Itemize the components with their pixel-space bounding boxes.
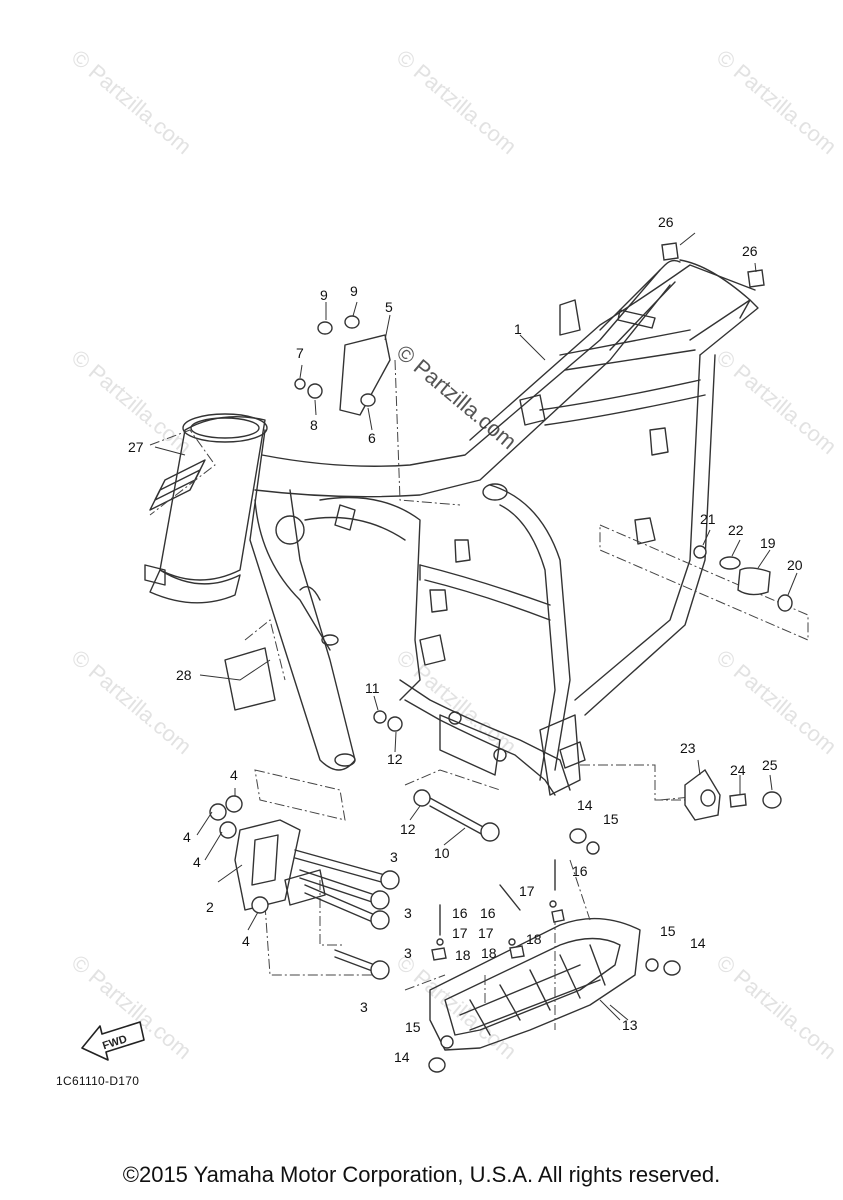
mount-hardware-drawing [693, 545, 793, 612]
callout-9: 9 [350, 283, 358, 299]
callout-4: 4 [193, 854, 201, 870]
callout-17: 17 [452, 925, 468, 941]
callout-12: 12 [400, 821, 416, 837]
callout-16: 16 [572, 863, 588, 879]
callout-15: 15 [405, 1019, 421, 1035]
callout-4: 4 [242, 933, 250, 949]
callout-6: 6 [368, 430, 376, 446]
callout-9: 9 [320, 287, 328, 303]
callout-19: 19 [760, 535, 776, 551]
callout-11: 11 [365, 680, 380, 696]
callout-15: 15 [603, 811, 619, 827]
watermark: © Partzilla.com [712, 645, 842, 759]
upper-bracket-drawing [294, 315, 391, 416]
frame-drawing [144, 259, 809, 801]
skid-plate-drawing [404, 828, 681, 1073]
callout-5: 5 [385, 299, 393, 315]
watermark: © Partzilla.com [392, 45, 522, 159]
callout-20: 20 [787, 557, 803, 573]
callout-4: 4 [230, 767, 238, 783]
watermark: © Partzilla.com [392, 950, 522, 1064]
engine-bracket-drawing [209, 769, 400, 980]
callout-2: 2 [206, 899, 214, 915]
callout-17: 17 [519, 883, 535, 899]
callout-17: 17 [478, 925, 494, 941]
callout-14: 14 [394, 1049, 410, 1065]
callout-18: 18 [526, 931, 542, 947]
callout-21: 21 [700, 511, 716, 527]
cap-drawing [661, 242, 765, 288]
callout-7: 7 [296, 345, 304, 361]
watermark: © Partzilla.com [712, 45, 842, 159]
callout-26: 26 [658, 214, 674, 230]
callout-3: 3 [404, 945, 412, 961]
figure-code: 1C61110-D170 [56, 1074, 140, 1088]
leader-lines [154, 232, 798, 1021]
callout-18: 18 [481, 945, 497, 961]
callout-4: 4 [183, 829, 191, 845]
callout-13: 13 [622, 1017, 638, 1033]
watermark-center: © Partzilla.com [392, 340, 522, 454]
fwd-arrow-icon: FWD [81, 1021, 145, 1061]
copyright-notice: ©2015 Yamaha Motor Corporation, U.S.A. A… [122, 1162, 721, 1187]
watermark: © Partzilla.com [67, 45, 197, 159]
callout-28: 28 [176, 667, 192, 683]
callout-22: 22 [728, 522, 744, 538]
callout-26: 26 [742, 243, 758, 259]
watermark: © Partzilla.com [712, 345, 842, 459]
callout-1: 1 [514, 321, 522, 337]
callout-labels: 1 2 3 3 3 3 4 4 4 4 5 6 7 8 9 9 10 11 12… [128, 214, 803, 1065]
callout-23: 23 [680, 740, 696, 756]
callout-18: 18 [455, 947, 471, 963]
callout-14: 14 [577, 797, 593, 813]
callout-16: 16 [480, 905, 496, 921]
callout-12: 12 [387, 751, 403, 767]
callout-24: 24 [730, 762, 746, 778]
decal-drawing [149, 429, 286, 711]
rubber-mount-drawing [684, 768, 782, 821]
callout-3: 3 [404, 905, 412, 921]
callout-10: 10 [434, 845, 450, 861]
pivot-bolt-drawing [373, 710, 501, 842]
watermark: © Partzilla.com [67, 645, 197, 759]
callout-3: 3 [360, 999, 368, 1015]
watermark: © Partzilla.com [712, 950, 842, 1064]
callout-8: 8 [310, 417, 318, 433]
watermark: © Partzilla.com [392, 645, 522, 759]
callout-16: 16 [452, 905, 468, 921]
callout-27: 27 [128, 439, 144, 455]
callout-25: 25 [762, 757, 778, 773]
callout-3: 3 [390, 849, 398, 865]
callout-14: 14 [690, 935, 706, 951]
callout-15: 15 [660, 923, 676, 939]
